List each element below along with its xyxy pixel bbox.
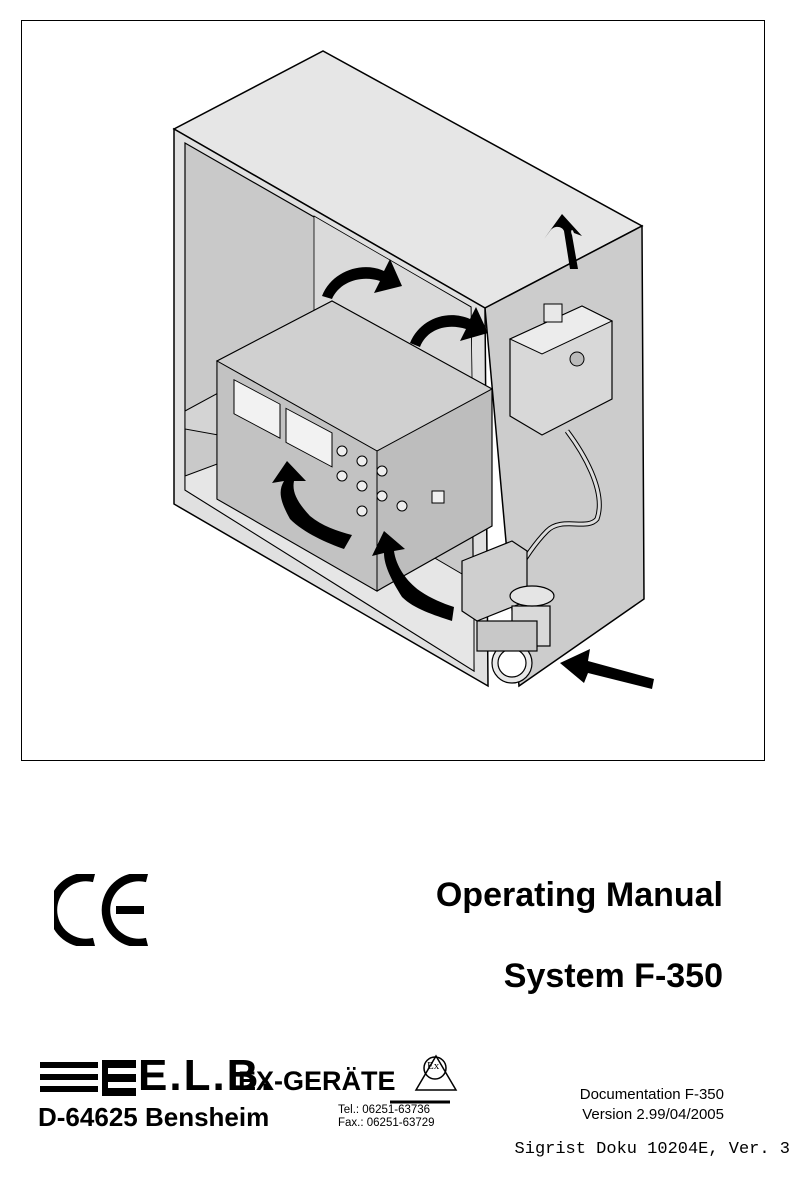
documentation-name: Documentation F-350 [579,1086,724,1103]
company-address: D-64625 Bensheim [38,1102,270,1132]
footer-reference: Sigrist Doku 10204E, Ver. 3 [514,1140,790,1159]
meter-left [233,378,281,439]
fax-number: Fax.: 06251-63729 [338,1117,435,1129]
documentation-version: Version 2.99/04/2005 [582,1106,724,1123]
button-grid [336,445,408,517]
ce-logo-icon [48,872,149,948]
elb-stripes-icon [40,1054,458,1104]
company-logo: E.L.B. EX-GERÄTE D-64625 Bensheim Tel.: … [38,1054,458,1134]
valve-assembly [461,540,555,684]
ce-mark [48,872,154,951]
illustration-frame [21,20,765,761]
enclosure-illustration [172,50,654,689]
document-title: Operating Manual [435,876,723,914]
product-line: EX-GERÄTE [238,1066,396,1096]
ex-symbol: Ex [427,1060,440,1072]
company-name: E.L.B. [138,1051,275,1100]
enclosure-side [484,224,645,688]
phone-number: Tel.: 06251-63736 [338,1104,431,1116]
meter-right [285,407,333,468]
airflow-arrows [272,214,654,689]
company-contact: Tel.: 06251-63736 Fax.: 06251-63729 [338,1104,435,1130]
documentation-info: Documentation F-350 Version 2.99/04/2005 [580,1085,724,1125]
system-title: System F-350 [503,957,723,995]
